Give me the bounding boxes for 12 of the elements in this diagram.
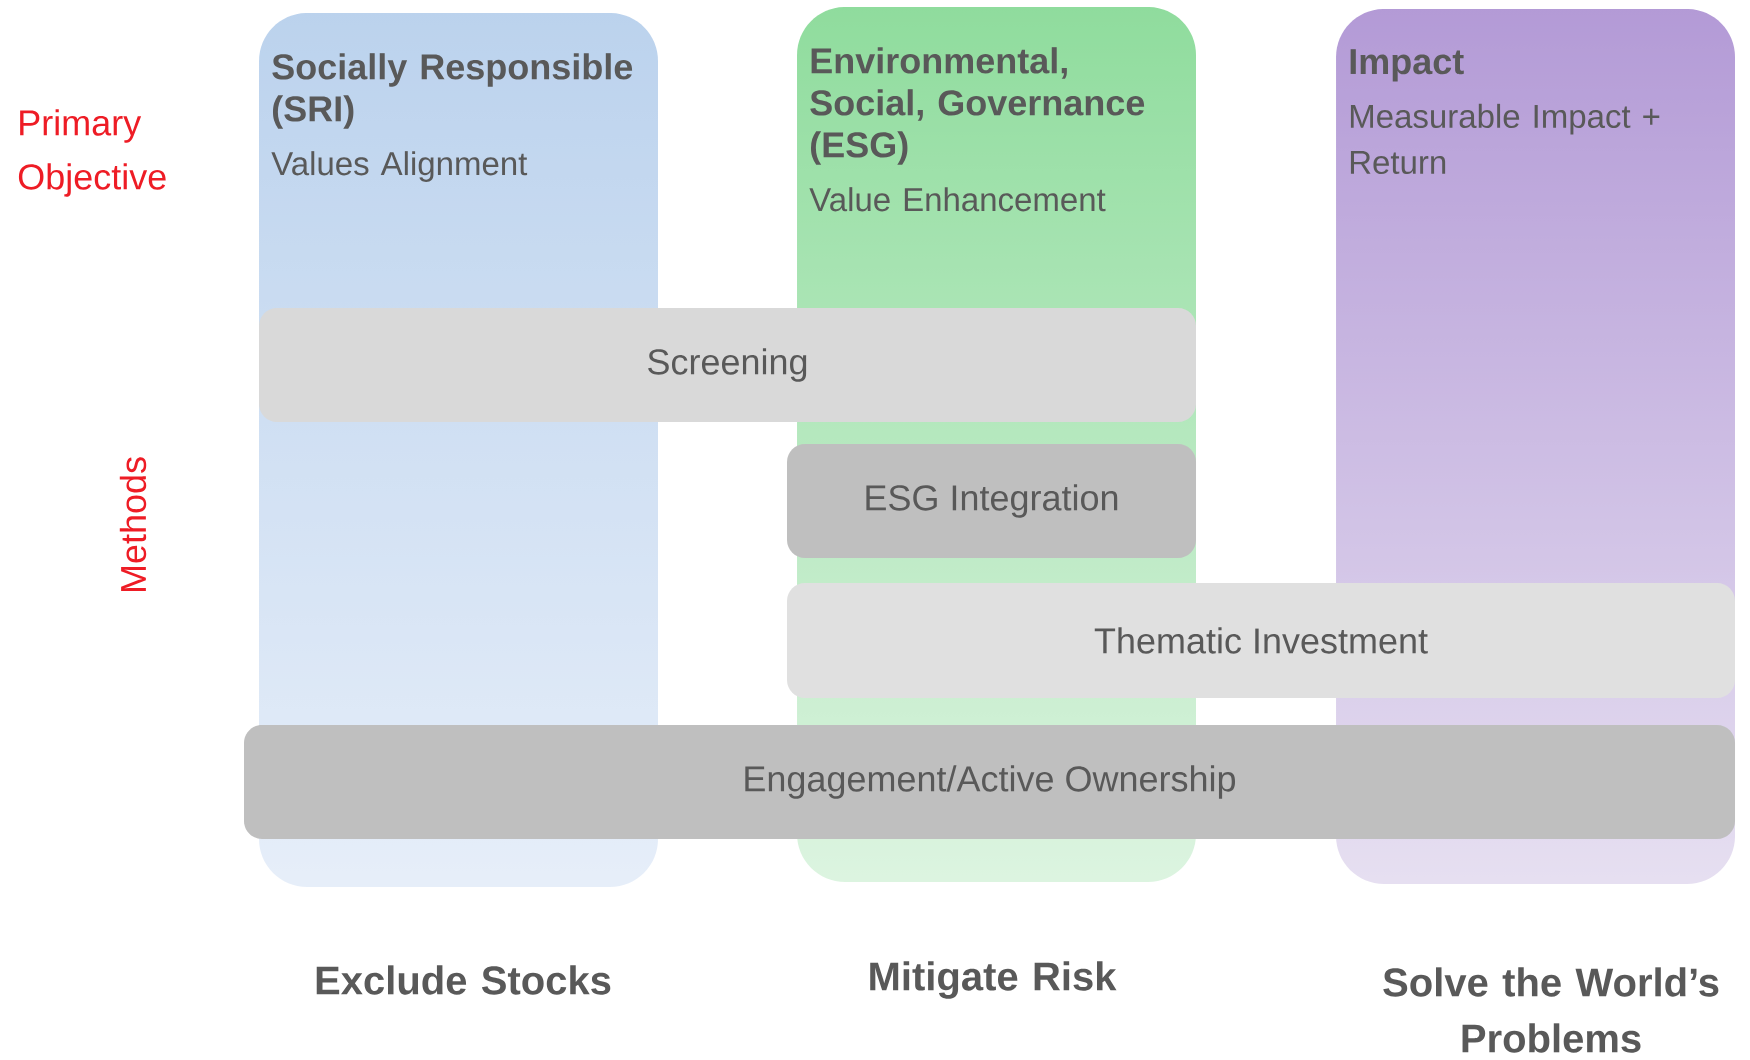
method-bar: ESG Integration (787, 444, 1196, 558)
category-column: Impact Measurable Impact + Return (1350, 49, 1660, 175)
category-column: Socially Responsible (SRI) Values Alignment (271, 53, 633, 182)
category-column: Environmental, Social, Governance (ESG) Value Enhancement (809, 47, 1145, 212)
outcome-label: Mitigate Risk (870, 961, 1117, 999)
method-bar: Thematic Investment (787, 583, 1735, 698)
outcome-label: Exclude Stocks (316, 965, 611, 995)
side-label: Primary Objective (18, 109, 166, 197)
method-bar: Engagement/Active Ownership (244, 725, 1735, 839)
method-bar: Screening (259, 308, 1196, 422)
outcome-label: Solve the World’s Problems (1383, 967, 1719, 1053)
side-label: Methods (119, 457, 147, 592)
